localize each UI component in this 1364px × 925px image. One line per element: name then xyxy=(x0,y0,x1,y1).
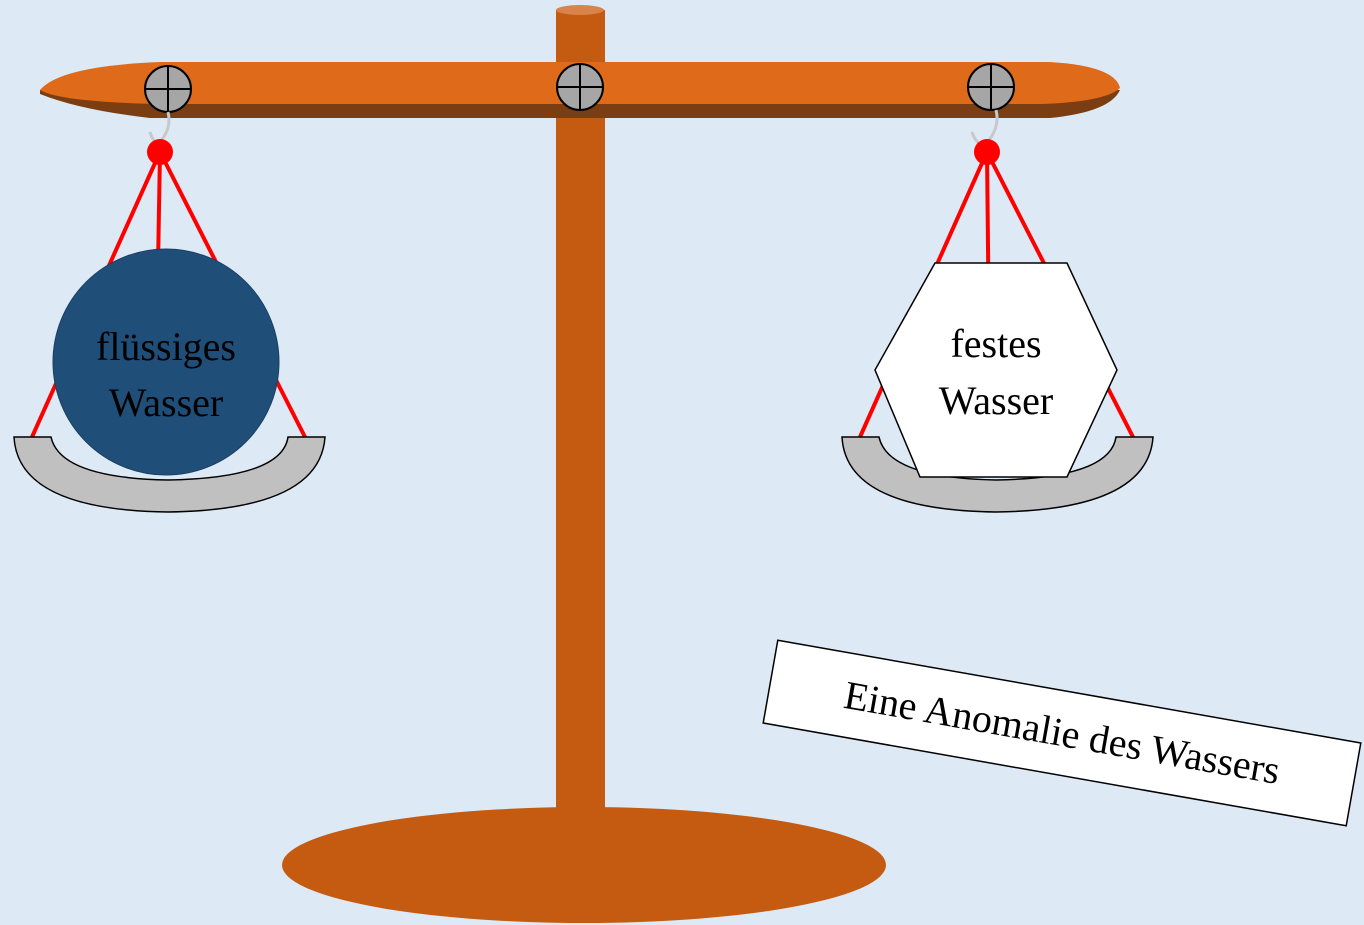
liquid-water-circle xyxy=(52,248,280,476)
liquid-water-label-line2: Wasser xyxy=(109,380,224,425)
liquid-water-weight: flüssiges Wasser xyxy=(52,248,280,476)
screw-center xyxy=(556,63,604,111)
solid-water-label-line2: Wasser xyxy=(939,378,1054,423)
liquid-water-label-line1: flüssiges xyxy=(96,324,236,369)
caption-box: Eine Anomalie des Wassers xyxy=(762,639,1362,827)
solid-water-label-line1: festes xyxy=(950,321,1041,366)
scale-base xyxy=(282,807,886,923)
solid-water-weight: festes Wasser xyxy=(874,262,1118,478)
solid-water-hexagon xyxy=(874,262,1118,478)
left-pan xyxy=(13,436,326,513)
scale-post xyxy=(556,10,605,825)
post-top-cap xyxy=(556,5,604,15)
screw-left xyxy=(144,65,192,113)
screw-right xyxy=(967,63,1015,111)
